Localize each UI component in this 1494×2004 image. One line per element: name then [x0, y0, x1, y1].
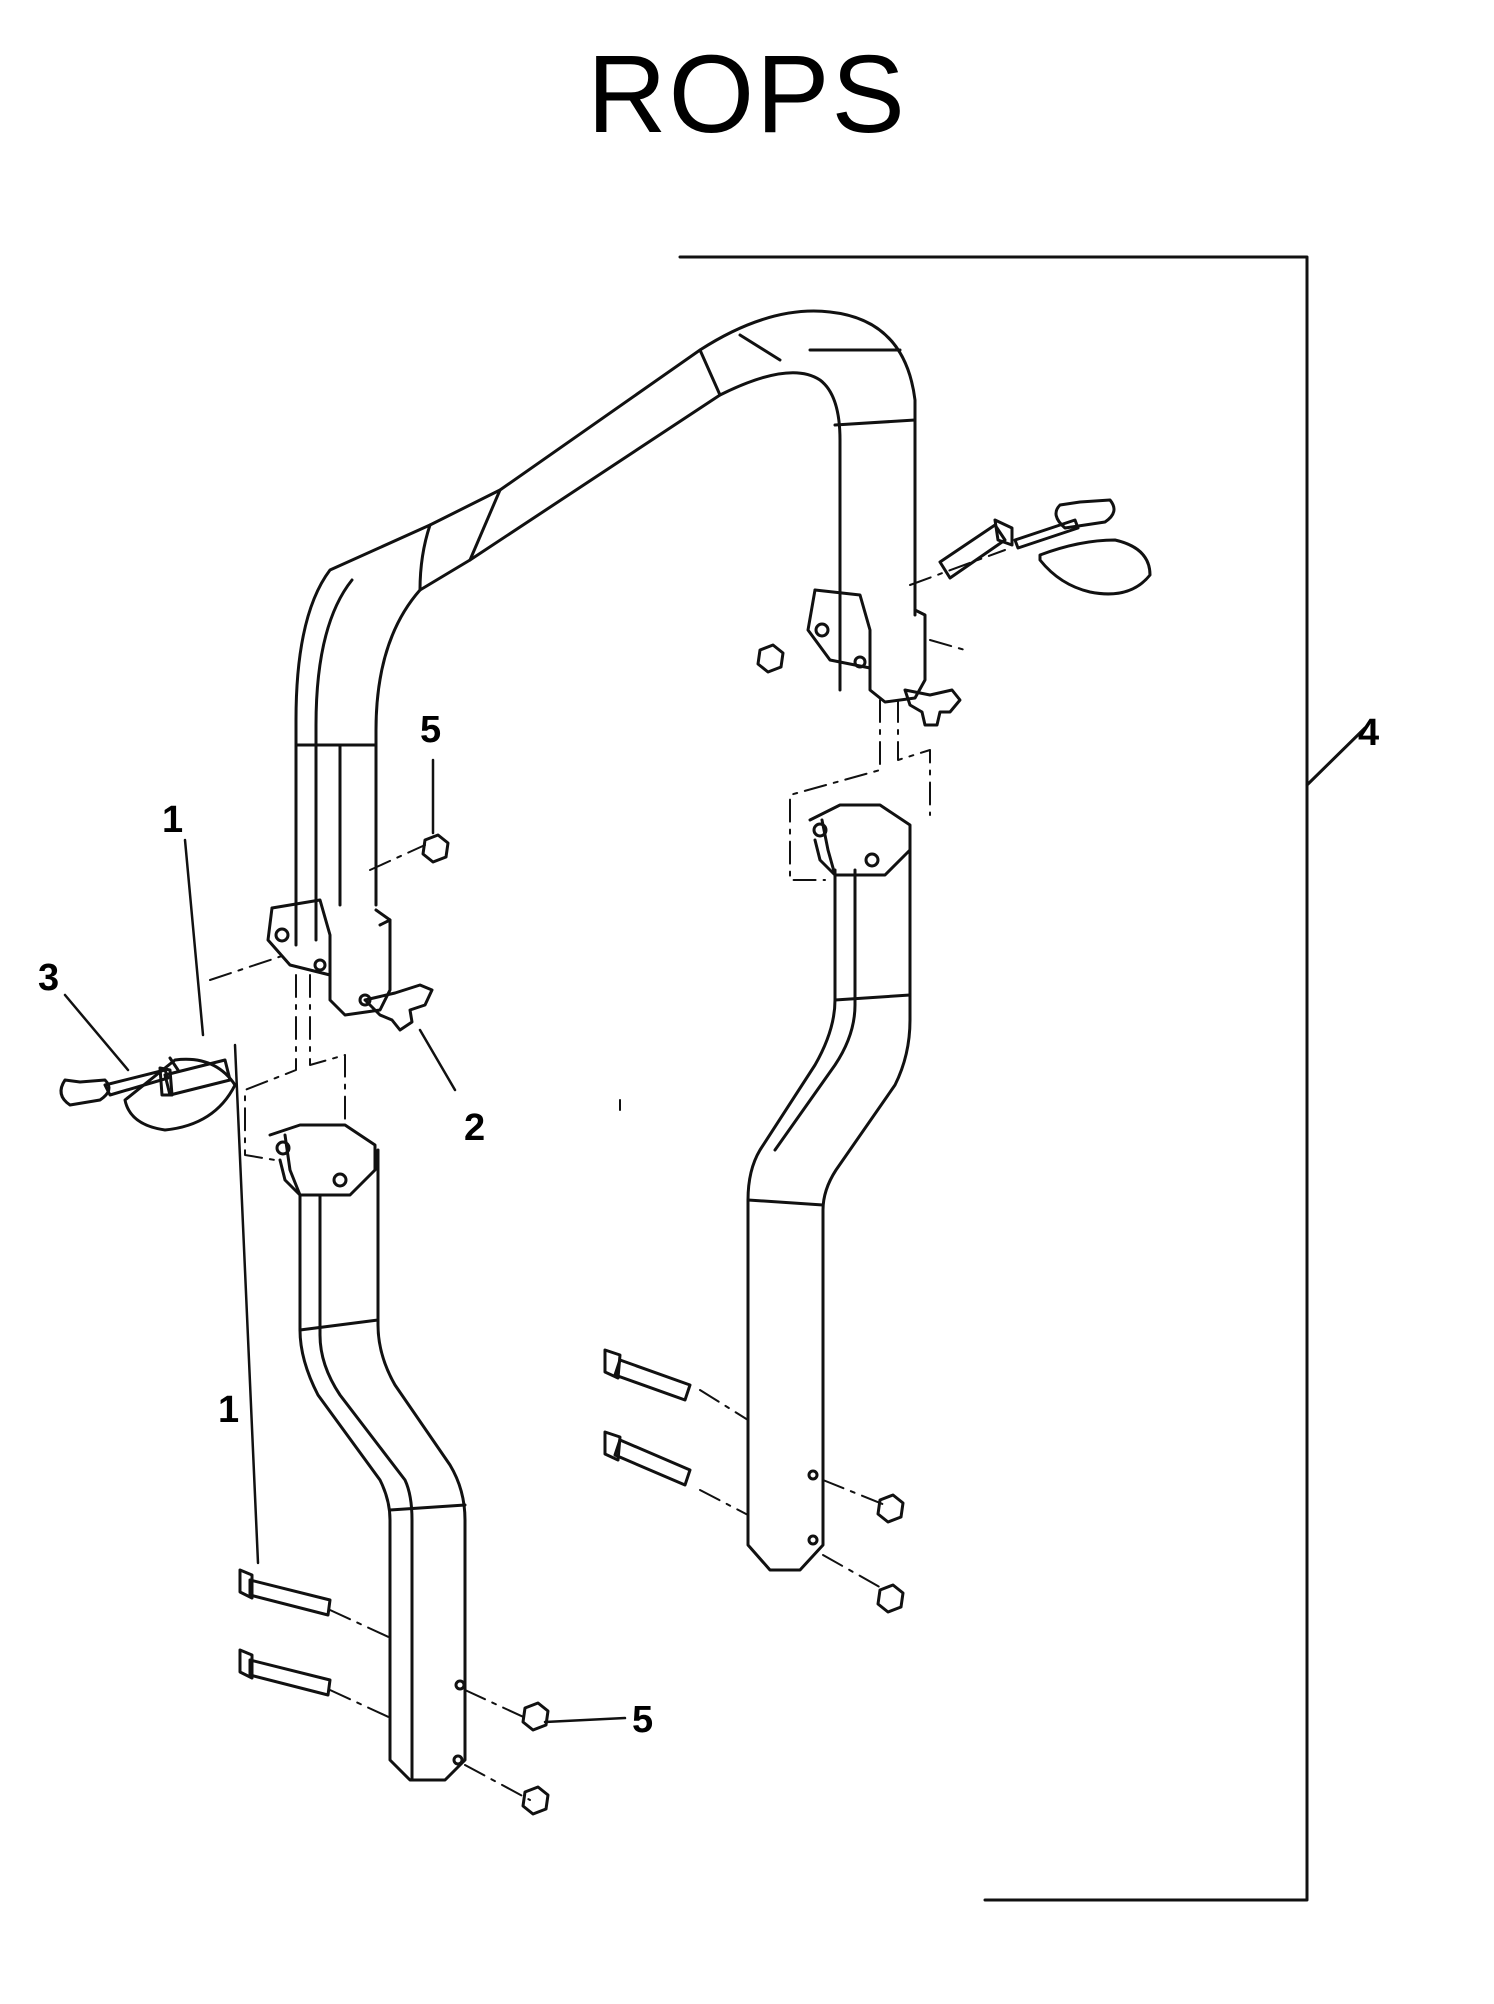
- leader-lines: [63, 758, 627, 1724]
- bolts: [158, 518, 1014, 1697]
- callout-1-upper: 1: [162, 799, 183, 841]
- callout-5-upper: 5: [420, 709, 441, 751]
- left-upper-bracket: [266, 898, 392, 1017]
- diagram-title: ROPS: [587, 33, 907, 156]
- lock-pins: [59, 498, 1152, 1132]
- right-upper-bracket: [806, 588, 927, 704]
- callout-1-lower: 1: [218, 1389, 239, 1431]
- callout-labels: 1 1 2 3 4 5 5: [38, 709, 1379, 1741]
- right-lower-leg: [746, 803, 912, 1572]
- left-lower-leg: [268, 1123, 467, 1782]
- callout-3: 3: [38, 957, 59, 999]
- callout-4: 4: [1358, 712, 1379, 754]
- upper-roll-bar: [294, 309, 917, 947]
- nuts: [421, 643, 905, 1816]
- callout-2: 2: [464, 1107, 485, 1149]
- knobs: [358, 688, 962, 1032]
- assembly-bracket: [678, 255, 1367, 1902]
- callout-5-lower: 5: [632, 1699, 653, 1741]
- alignment-lines: [209, 549, 1006, 1801]
